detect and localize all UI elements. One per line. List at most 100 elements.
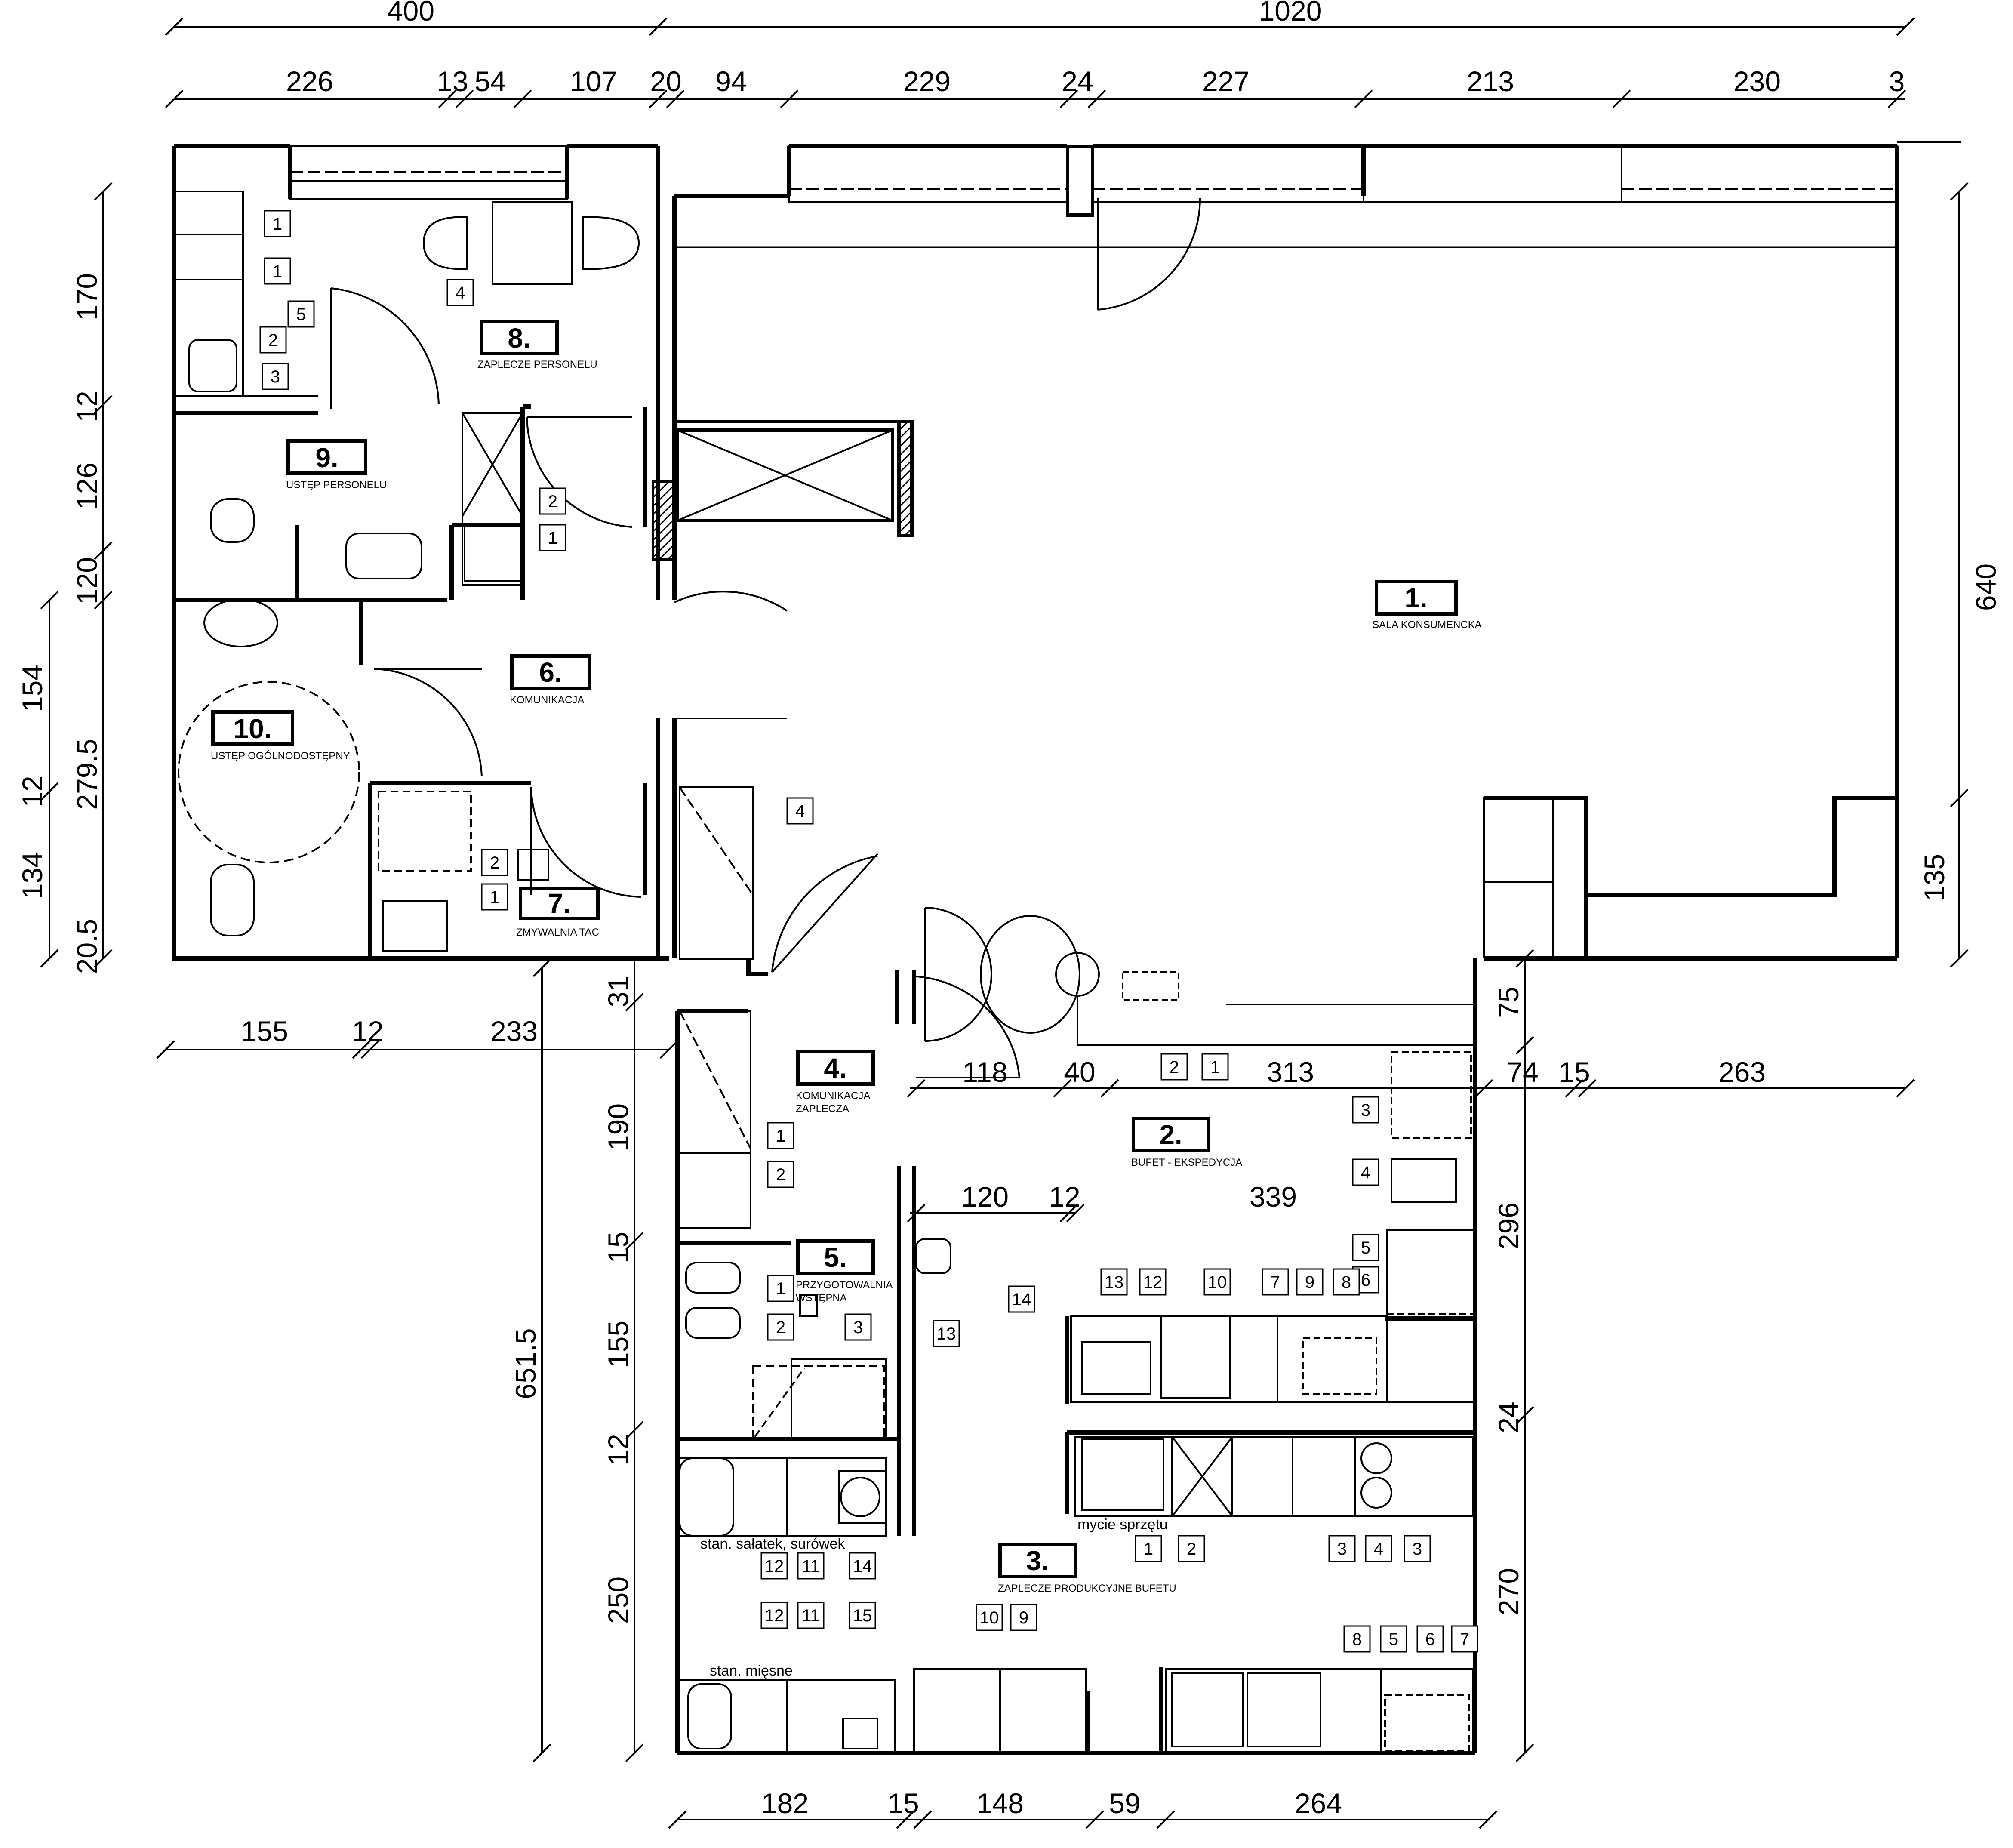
- tag-5-3: 3: [853, 1318, 863, 1337]
- dim-left-12a: 12: [71, 391, 103, 422]
- windows: [289, 141, 1961, 248]
- tag-3-14: 14: [853, 1557, 872, 1576]
- dim-bottom-264: 264: [1295, 1787, 1342, 1819]
- room-4-name-2: ZAPLECZA: [796, 1103, 849, 1115]
- tag-5-2: 2: [776, 1318, 785, 1337]
- tag-2-10: 10: [1208, 1273, 1227, 1292]
- dim-top2-230: 230: [1733, 65, 1781, 97]
- dim-right-74: 74: [1507, 1056, 1538, 1088]
- tag-7-2: 2: [490, 853, 499, 872]
- dim-counter-118: 118: [962, 1056, 1007, 1088]
- room-1-name: SALA KONSUMENCKA: [1372, 619, 1482, 631]
- dim-left-279-5: 279.5: [71, 739, 103, 810]
- tag-7-1: 1: [490, 888, 499, 907]
- tag-3-5: 5: [1389, 1630, 1398, 1649]
- tag-3-9: 9: [1019, 1608, 1028, 1627]
- tag-3-4: 4: [1374, 1540, 1383, 1558]
- tag-8-1c: 1: [548, 529, 557, 548]
- room-6-name: KOMUNIKACJA: [510, 694, 584, 706]
- tag-2-8: 8: [1342, 1273, 1351, 1292]
- room-numbers: 1. 2. 3. 4. 5. 6. 7. 8. 9. 10.: [234, 323, 1428, 1576]
- dim-left-170: 170: [71, 273, 103, 320]
- station-labels: stan. sałatek, surówek stan. mięsne myci…: [700, 1516, 1168, 1679]
- dim-right-135: 135: [1918, 854, 1950, 901]
- walls: [172, 144, 1899, 1755]
- room-9-name: USTĘP PERSONELU: [286, 479, 387, 491]
- room-7-number: 7.: [548, 888, 570, 919]
- tag-8-1a: 1: [273, 215, 282, 234]
- room-2-number: 2.: [1159, 1119, 1182, 1150]
- dim-top2-24: 24: [1062, 65, 1093, 97]
- dim-left-134: 134: [16, 852, 48, 899]
- tag-8-5: 5: [296, 305, 306, 324]
- tag-3-2: 2: [1187, 1540, 1196, 1558]
- tag-3-11a: 11: [802, 1557, 820, 1576]
- room-5-name-1: PRZYGOTOWALNIA: [796, 1279, 893, 1291]
- dimension-labels: 400 1020 226 13 54 107 20 94 229 24 227 …: [16, 0, 2002, 1819]
- tag-8-4: 4: [456, 283, 465, 302]
- dim-lower-651-5: 651.5: [510, 1328, 542, 1399]
- tag-4-2: 2: [776, 1165, 785, 1184]
- dimension-ticks: [40, 17, 1969, 1829]
- tag-2-2: 2: [1170, 1058, 1179, 1077]
- dim-lower-15: 15: [602, 1232, 634, 1263]
- tag-3-12a: 12: [765, 1557, 784, 1576]
- room-3-number: 3.: [1026, 1545, 1049, 1576]
- tag-2-4: 4: [1361, 1163, 1370, 1182]
- dim-top1-1020: 1020: [1259, 0, 1322, 27]
- room-8-name: ZAPLECZE PERSONELU: [477, 359, 597, 370]
- dim-lower-12: 12: [602, 1434, 634, 1465]
- room-7-name: ZMYWALNIA TAC: [516, 927, 599, 938]
- equipment-tags: [259, 210, 1478, 1653]
- tag-2-9: 9: [1305, 1273, 1314, 1292]
- dim-top2-227: 227: [1202, 65, 1250, 97]
- tag-3-3b: 3: [1413, 1540, 1422, 1558]
- dim-lower-31: 31: [602, 976, 634, 1007]
- station-washing: mycie sprzętu: [1077, 1516, 1168, 1533]
- room-boxes: [211, 320, 1458, 1578]
- dim-top2-13: 13: [437, 65, 468, 97]
- tag-2-13b: 13: [937, 1324, 956, 1343]
- doors: [330, 197, 1201, 1078]
- tag-2-7: 7: [1271, 1273, 1280, 1292]
- dim-kitchen-12: 12: [1049, 1181, 1080, 1213]
- room-5-name-2: WSTĘPNA: [796, 1292, 847, 1304]
- dim-rlc-24: 24: [1493, 1401, 1524, 1433]
- room-9-number: 9.: [315, 442, 338, 473]
- tag-3-12b: 12: [765, 1606, 784, 1625]
- room-3-name: ZAPLECZE PRODUKCYJNE BUFETU: [998, 1583, 1176, 1594]
- dim-rlc-296: 296: [1493, 1202, 1524, 1250]
- dim-left-126: 126: [71, 462, 103, 510]
- tag-8-1b: 1: [273, 262, 282, 281]
- tag-3-15: 15: [853, 1606, 872, 1625]
- dim-top2-20: 20: [650, 65, 681, 97]
- room-4-number: 4.: [824, 1053, 846, 1084]
- dim-top2-213: 213: [1467, 65, 1514, 97]
- fixtures: [176, 191, 1554, 1754]
- tag-2-5: 5: [1361, 1238, 1370, 1257]
- dim-mid-12: 12: [352, 1015, 383, 1047]
- tag-3-11b: 11: [802, 1606, 820, 1625]
- column-top: [1066, 145, 1094, 217]
- room-10-name: USTĘP OGÓLNODOSTĘPNY: [211, 750, 350, 762]
- dim-rlc-270: 270: [1493, 1568, 1524, 1615]
- dim-top2-226: 226: [286, 65, 333, 97]
- dim-mid-155: 155: [241, 1015, 288, 1047]
- room-1-number: 1.: [1404, 582, 1427, 613]
- dim-left-12b: 12: [16, 776, 48, 807]
- dim-mid-233: 233: [490, 1015, 538, 1047]
- tag-3-3a: 3: [1337, 1540, 1347, 1558]
- equipment-tag-labels: 1 1 5 2 3 4 2 1 2 1 4 1 2 2 1 3 4 5 6 13…: [268, 215, 1469, 1649]
- tag-8-3: 3: [271, 367, 280, 386]
- tag-2-14: 14: [1012, 1290, 1031, 1309]
- dim-top2-54: 54: [474, 65, 506, 97]
- tag-2-6: 6: [1361, 1271, 1370, 1290]
- tag-5-1: 1: [776, 1279, 785, 1298]
- tag-3-6: 6: [1425, 1630, 1435, 1649]
- tag-8-2b: 2: [548, 492, 557, 511]
- dim-bottom-148: 148: [976, 1787, 1024, 1819]
- tag-3-10: 10: [980, 1608, 999, 1627]
- dim-kitchen-339: 339: [1250, 1181, 1297, 1213]
- dim-kitchen-120: 120: [961, 1181, 1009, 1213]
